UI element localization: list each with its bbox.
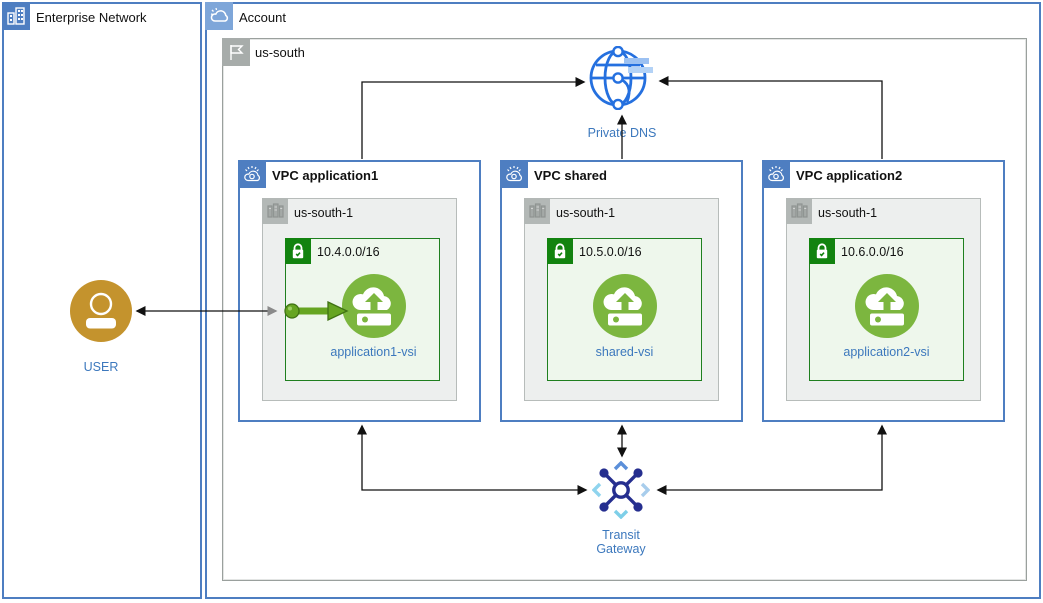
- vsi-node-shared[interactable]: shared-vsi: [548, 273, 701, 359]
- vpc-shared-box[interactable]: VPC shared us-south-1: [500, 160, 743, 422]
- transit-gateway-label-line1: Transit: [602, 528, 640, 542]
- user-node[interactable]: USER: [70, 280, 132, 374]
- virtual-server-icon: [341, 274, 406, 338]
- zone-box[interactable]: us-south-1 10.4.0.0/16: [262, 198, 457, 401]
- subnet-cidr-label: 10.5.0.0/16: [579, 245, 642, 259]
- account-cloud-icon: [205, 2, 233, 30]
- vpc-icon: [762, 160, 790, 188]
- zone-label: us-south-1: [818, 206, 878, 220]
- zone-datacenter-icon: [262, 198, 288, 224]
- zone-box[interactable]: us-south-1 10.5.0.0/16: [524, 198, 719, 401]
- zone-datacenter-icon: [786, 198, 812, 224]
- transit-gateway-node[interactable]: [591, 460, 651, 524]
- zone-label: us-south-1: [556, 206, 616, 220]
- subnet-box[interactable]: 10.6.0.0/16 application2-vsi: [808, 237, 964, 381]
- region-flag-icon: [222, 38, 250, 66]
- vpc-label: VPC shared: [534, 168, 607, 183]
- transit-gateway-label: Transit Gateway: [561, 528, 681, 556]
- subnet-acl-lock-icon: [808, 237, 835, 264]
- vpc-application2-box[interactable]: VPC application2 us-south-1: [762, 160, 1005, 422]
- zone-label: us-south-1: [294, 206, 354, 220]
- enterprise-buildings-icon: [2, 2, 30, 30]
- private-dns-node[interactable]: [586, 45, 658, 115]
- vsi-label: application1-vsi: [330, 345, 417, 359]
- vpc-icon: [500, 160, 528, 188]
- vsi-label: shared-vsi: [595, 345, 654, 359]
- subnet-cidr-label: 10.4.0.0/16: [317, 245, 380, 259]
- virtual-server-icon: [854, 274, 919, 338]
- virtual-server-icon: [592, 274, 657, 338]
- subnet-cidr-label: 10.6.0.0/16: [841, 245, 904, 259]
- private-dns-globe-icon: [589, 45, 653, 111]
- enterprise-network-label: Enterprise Network: [36, 10, 147, 25]
- region-label: us-south: [255, 45, 305, 60]
- vpc-icon: [238, 160, 266, 188]
- vpc-label: VPC application1: [272, 168, 379, 183]
- user-label: USER: [83, 360, 119, 374]
- vpc-label: VPC application2: [796, 168, 903, 183]
- vsi-label: application2-vsi: [843, 345, 930, 359]
- zone-box[interactable]: us-south-1 10.6.0.0/16: [786, 198, 981, 401]
- subnet-box[interactable]: 10.4.0.0/16 application1-vsi: [284, 237, 440, 381]
- transit-gateway-icon: [591, 460, 651, 520]
- zone-datacenter-icon: [524, 198, 550, 224]
- vsi-node-application2[interactable]: application2-vsi: [810, 273, 963, 359]
- subnet-box[interactable]: 10.5.0.0/16 shared-vsi: [546, 237, 702, 381]
- account-label: Account: [239, 10, 286, 25]
- subnet-acl-lock-icon: [546, 237, 573, 264]
- vsi-node-application1[interactable]: application1-vsi: [297, 273, 450, 359]
- user-icon: [70, 280, 132, 342]
- subnet-acl-lock-icon: [284, 237, 311, 264]
- private-dns-label: Private DNS: [587, 126, 657, 140]
- vpc-application1-box[interactable]: VPC application1 us-south-1: [238, 160, 481, 422]
- transit-gateway-label-line2: Gateway: [596, 542, 646, 556]
- enterprise-network-box[interactable]: Enterprise Network: [2, 2, 202, 599]
